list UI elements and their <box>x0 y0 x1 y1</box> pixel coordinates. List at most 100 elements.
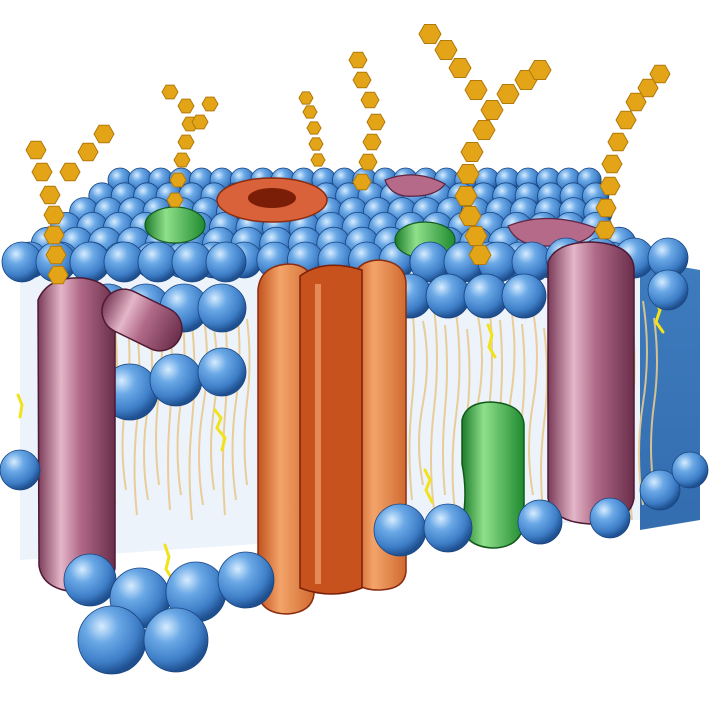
integral-protein-top <box>384 174 446 197</box>
lipid-tail <box>451 311 461 521</box>
sugar-unit <box>434 40 458 60</box>
sugar-unit <box>528 60 552 80</box>
sugar-unit <box>59 162 81 182</box>
sugar-unit <box>358 153 378 171</box>
sugar-unit <box>310 153 326 167</box>
cholesterol <box>423 468 434 504</box>
sugar-unit <box>468 245 492 265</box>
sugar-unit <box>599 176 621 196</box>
sugar-unit <box>45 245 67 265</box>
sugar-unit <box>366 113 386 131</box>
sugar-unit <box>348 51 368 69</box>
sugar-unit <box>43 225 65 245</box>
integral-protein-top <box>507 217 597 247</box>
phospholipid-head <box>373 503 427 557</box>
sugar-unit <box>649 64 671 84</box>
cholesterol <box>16 393 24 419</box>
phospholipid-head <box>143 607 209 673</box>
integral-protein-arm <box>101 288 183 352</box>
sugar-unit <box>31 162 53 182</box>
cholesterol-molecules <box>16 298 665 583</box>
sugar-unit <box>496 84 520 104</box>
phospholipid-head <box>0 449 41 491</box>
phospholipid-head <box>205 241 247 283</box>
sugar-unit <box>302 105 318 119</box>
sugar-unit <box>308 137 324 151</box>
sugar-unit <box>77 142 99 162</box>
sugar-unit <box>362 133 382 151</box>
phospholipid-head <box>501 273 547 319</box>
sugar-unit <box>454 186 478 206</box>
sugar-unit <box>173 152 191 168</box>
sugar-unit <box>191 114 209 130</box>
phospholipid-head <box>639 469 681 511</box>
sugar-unit <box>306 121 322 135</box>
sugar-unit <box>177 98 195 114</box>
sugar-unit <box>594 220 616 240</box>
sugar-unit <box>93 124 115 144</box>
sugar-unit <box>161 84 179 100</box>
phospholipid-head <box>671 451 709 489</box>
cholesterol <box>486 323 497 359</box>
sugar-unit <box>201 96 219 112</box>
lipid-tail <box>418 320 428 486</box>
phospholipid-head <box>517 499 563 545</box>
sugar-unit <box>460 142 484 162</box>
sugar-unit <box>298 91 314 105</box>
phospholipid-head <box>589 497 631 539</box>
sugar-unit <box>169 172 187 188</box>
sugar-unit <box>448 58 472 78</box>
sugar-unit <box>607 132 629 152</box>
sugar-unit <box>177 134 195 150</box>
integral-protein-right <box>547 241 635 525</box>
sugar-unit <box>458 206 482 226</box>
channel-protein <box>257 259 407 615</box>
sugar-unit <box>464 80 488 100</box>
sugar-unit <box>43 205 65 225</box>
phospholipid-head <box>463 273 509 319</box>
phospholipid-head <box>647 269 689 311</box>
sugar-unit <box>472 120 496 140</box>
sugar-unit <box>352 173 372 191</box>
phospholipid-heads-bottom <box>0 449 709 675</box>
phospholipid-head <box>217 551 275 609</box>
phospholipid-head <box>425 273 471 319</box>
sugar-unit <box>615 110 637 130</box>
lipid-tail <box>198 310 208 506</box>
sugar-unit <box>601 154 623 174</box>
sugar-unit <box>480 100 504 120</box>
lipid-tail <box>650 317 658 491</box>
phospholipid-head <box>149 353 203 407</box>
surface-proteins <box>144 174 597 259</box>
sugar-unit <box>595 198 617 218</box>
lipid-tail <box>408 303 416 501</box>
peripheral-protein <box>144 206 206 244</box>
sugar-unit <box>25 140 47 160</box>
lipid-tail <box>133 328 141 516</box>
sugar-unit <box>166 192 184 208</box>
sugar-unit <box>456 164 480 184</box>
lipid-tail <box>188 323 196 521</box>
sugar-unit <box>360 91 380 109</box>
integral-proteins <box>37 241 635 593</box>
lipid-tail <box>540 327 548 521</box>
lipid-tail <box>430 307 438 511</box>
phospholipid-head <box>197 347 247 397</box>
sugar-unit <box>418 24 442 44</box>
channel-protein-inner <box>299 264 363 595</box>
phospholipid-head <box>197 283 247 333</box>
sugar-unit <box>47 265 69 285</box>
lipid-tail <box>528 310 538 496</box>
phospholipid-head <box>77 605 147 675</box>
integral-protein-left <box>37 277 116 593</box>
sugar-unit <box>39 185 61 205</box>
lipid-tail <box>167 319 173 511</box>
glycan-chains <box>25 24 671 285</box>
cholesterol <box>213 408 227 452</box>
lipid-tail <box>222 314 228 516</box>
phospholipid-head <box>63 553 117 607</box>
sugar-unit <box>352 71 372 89</box>
lipid-tail <box>638 300 648 506</box>
